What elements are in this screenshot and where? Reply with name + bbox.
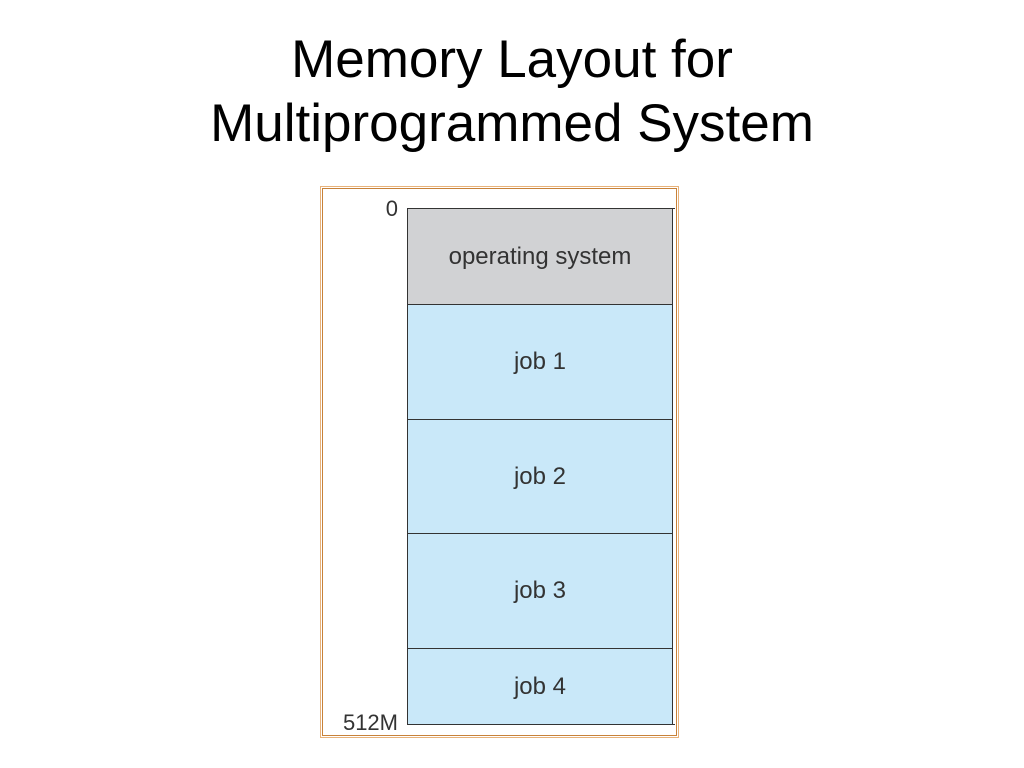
title-line-1: Memory Layout for [291, 30, 733, 89]
memory-column: operating system job 1 job 2 job 3 job 4 [407, 208, 675, 725]
segment-job-2: job 2 [407, 420, 673, 534]
end-address-label: 512M [342, 710, 398, 735]
segment-job-4: job 4 [407, 649, 673, 724]
memory-layout-figure: 0 512M operating system job 1 job 2 job … [320, 186, 679, 738]
segment-job-1: job 1 [407, 305, 673, 420]
start-address-label: 0 [385, 196, 398, 221]
slide-title: Memory Layout for Multiprogrammed System [0, 28, 1024, 156]
segment-operating-system: operating system [407, 209, 673, 305]
segment-job-3: job 3 [407, 534, 673, 649]
title-line-2: Multiprogrammed System [210, 94, 814, 153]
